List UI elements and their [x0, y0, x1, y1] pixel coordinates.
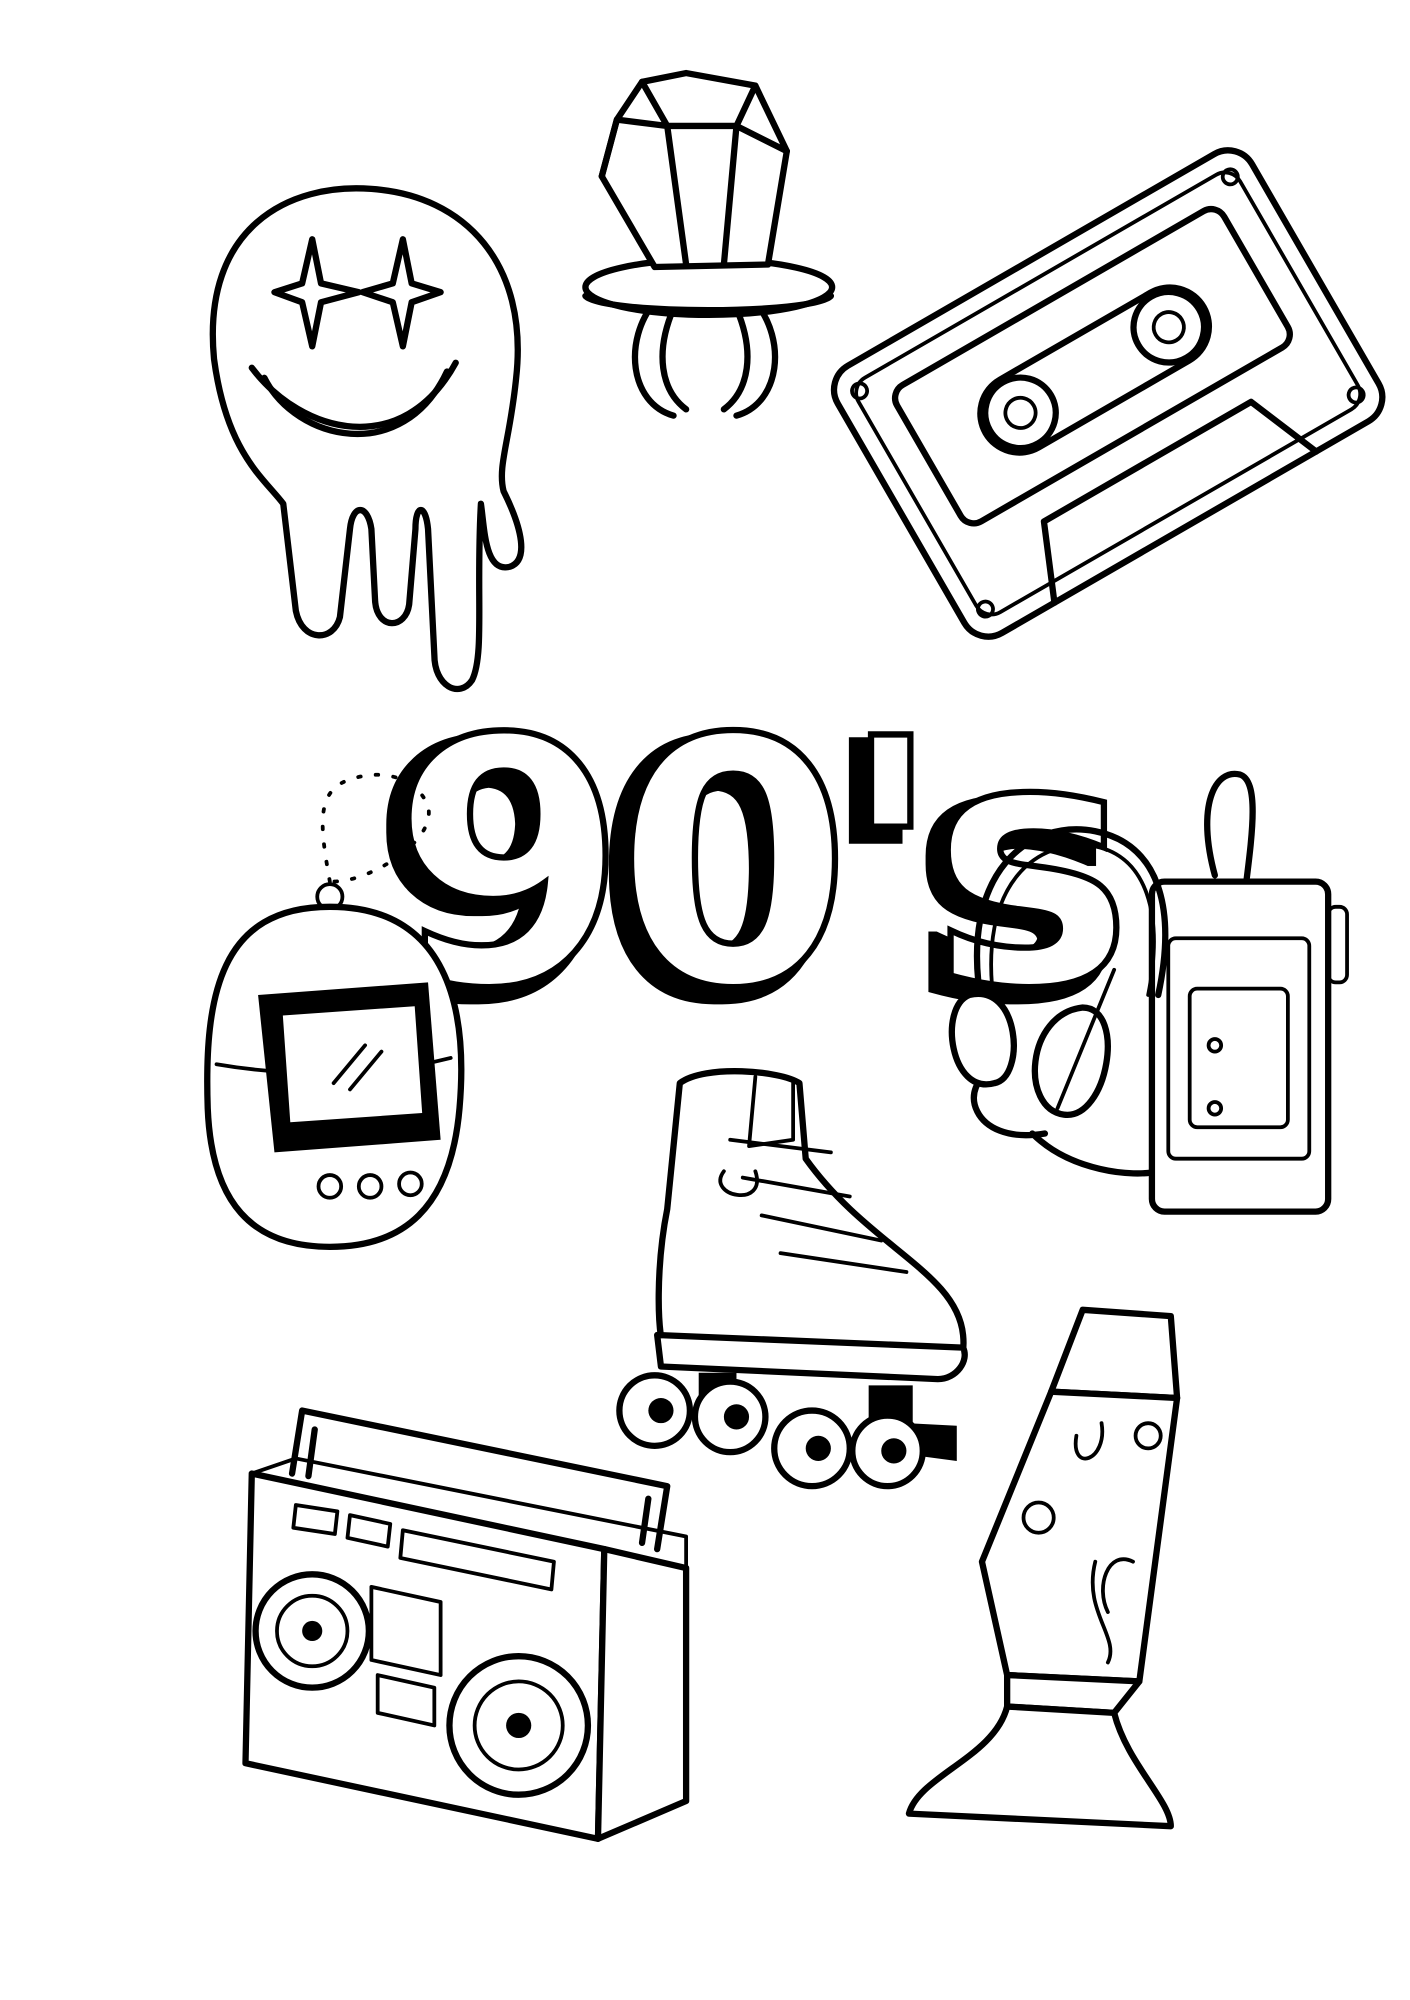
ring-pop-icon — [582, 69, 836, 419]
title-text: 90's — [391, 667, 1122, 1063]
tamagotchi-icon — [204, 773, 465, 1250]
walkman-headphones-icon — [948, 770, 1349, 1215]
melting-smiley-icon — [209, 185, 525, 693]
cassette-tape-icon — [830, 147, 1386, 640]
roller-skate-icon — [616, 1068, 968, 1490]
lava-lamp-icon — [905, 1306, 1181, 1830]
title-90s: 90's — [388, 664, 1137, 1066]
boombox-icon — [242, 1407, 690, 1842]
